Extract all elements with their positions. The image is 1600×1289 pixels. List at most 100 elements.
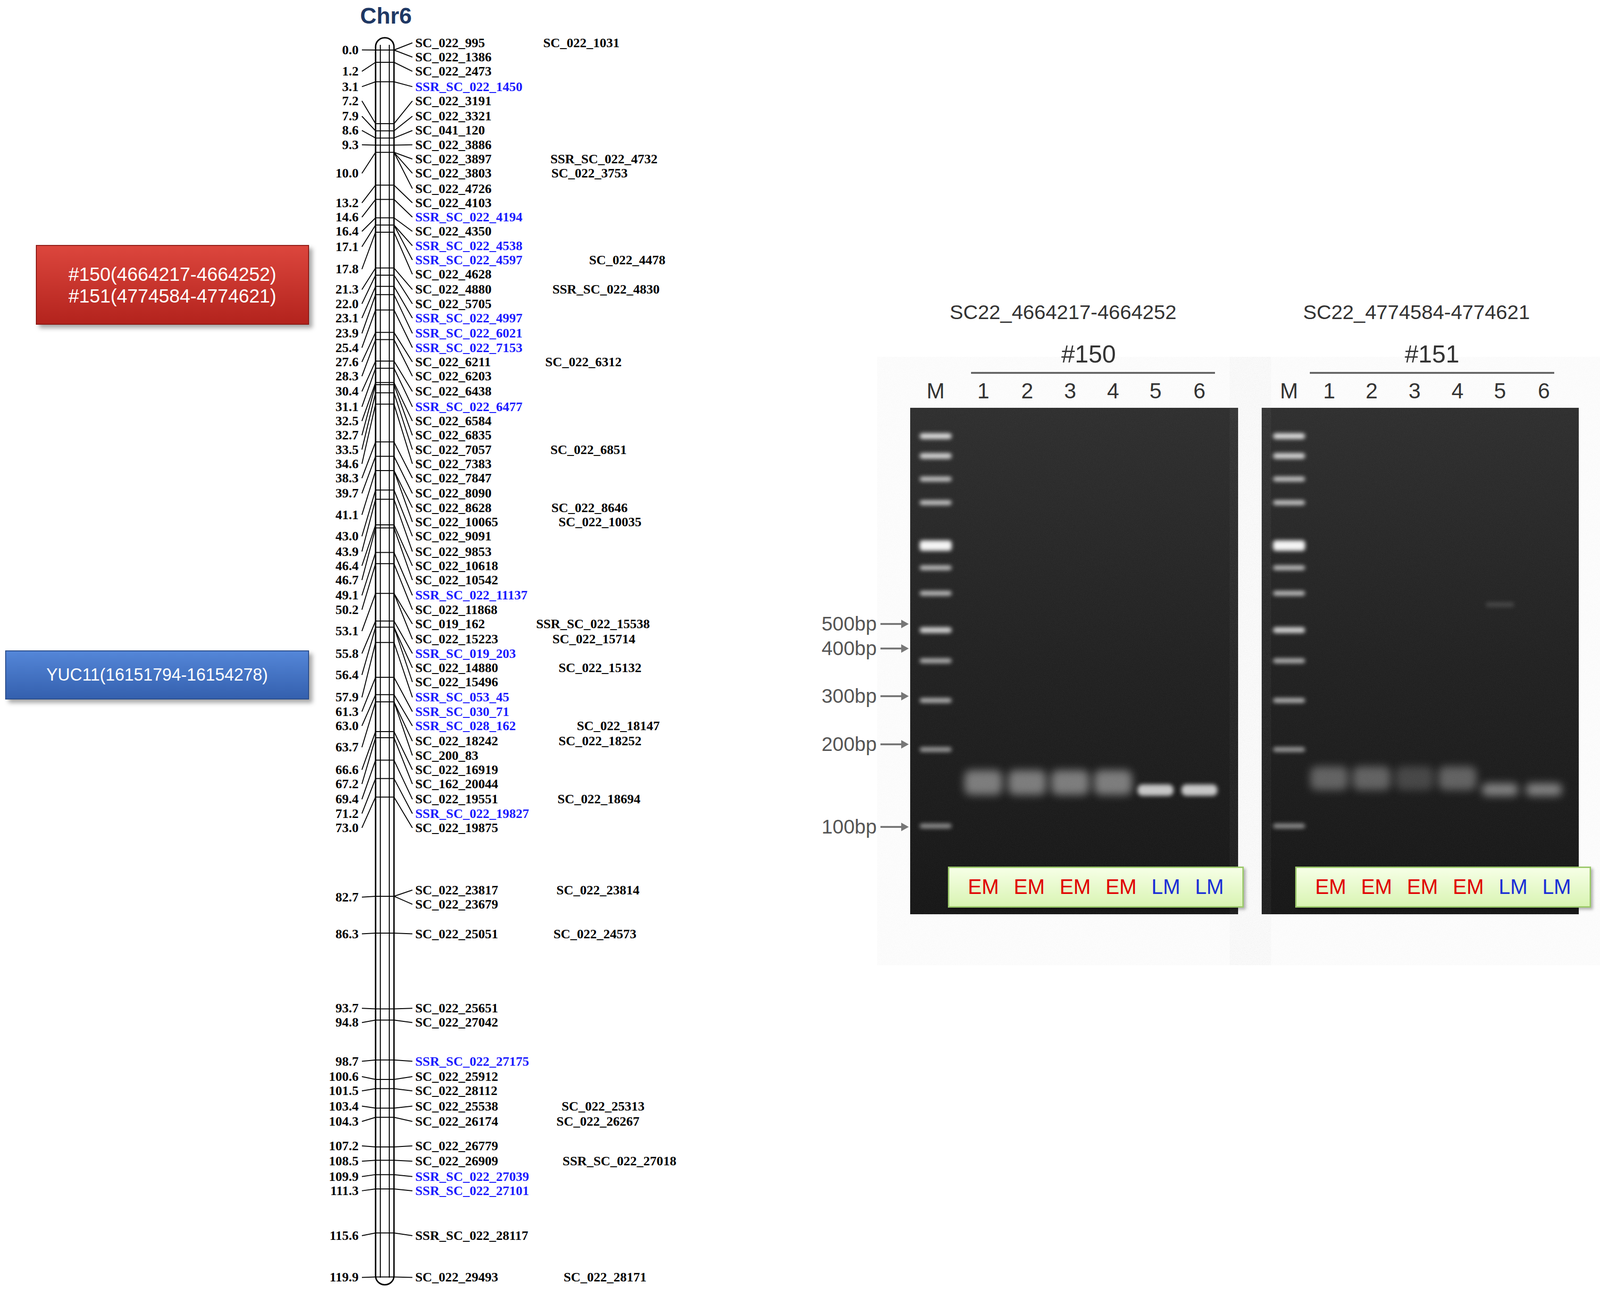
marker-name: SC_022_4478: [588, 253, 666, 267]
marker-name: SSR_SC_022_4732: [550, 152, 658, 166]
ladder-band: [1273, 697, 1306, 703]
position-tick: [375, 367, 394, 369]
map-position: 7.2: [342, 94, 359, 108]
node-text: EM: [1059, 874, 1091, 899]
position-tick: [375, 694, 394, 696]
leader-line: [393, 677, 413, 712]
leader-line: [393, 309, 413, 348]
map-position: 104.3: [328, 1114, 359, 1128]
map-position: 3.1: [342, 80, 359, 94]
map-position: 46.4: [335, 559, 359, 573]
map-position: 28.3: [335, 369, 359, 383]
leader-line: [361, 100, 376, 124]
marker-name: SC_022_23817: [415, 883, 499, 897]
chromosome-inner-line: [379, 44, 381, 1278]
marker-name: SC_022_7383: [415, 457, 492, 471]
ladder-band: [919, 590, 952, 596]
map-position: 63.0: [335, 719, 359, 733]
marker-name: SC_022_6835: [415, 428, 492, 442]
chromosome-inner-line: [388, 44, 390, 1278]
position-tick: [375, 455, 394, 457]
position-tick: [375, 144, 394, 146]
node-text: EM: [1407, 874, 1439, 899]
lane-group-line: [971, 371, 1215, 374]
leader-line: [393, 50, 413, 58]
leader-line: [361, 896, 376, 897]
marker-name: SC_022_25651: [415, 1001, 499, 1015]
map-position: 115.6: [329, 1228, 359, 1242]
position-tick: [375, 1231, 394, 1233]
lane-number: 2: [1365, 379, 1378, 402]
leader-line: [393, 778, 413, 814]
marker-name: SC_022_15714: [552, 632, 636, 646]
node-text: #150(4664217-4664252): [68, 263, 277, 285]
lane-number: 5: [1149, 379, 1162, 402]
marker-name: SSR_SC_022_19827: [415, 806, 529, 821]
position-tick: [375, 796, 394, 798]
map-position: 109.9: [328, 1169, 359, 1183]
position-tick: [375, 641, 394, 643]
marker-name: SC_022_1386: [415, 50, 492, 64]
marker-name: SSR_SC_022_4997: [415, 311, 523, 325]
lane-label-box: EMEMEMEMLMLM: [947, 866, 1244, 908]
leader-line: [393, 1174, 413, 1177]
marker-name: SC_022_6851: [550, 443, 627, 457]
size-arrow-head: [901, 739, 909, 749]
leader-line: [361, 1076, 376, 1080]
ladder-band: [919, 500, 952, 505]
marker-name: SC_022_995: [415, 36, 486, 50]
marker-name: SSR_SC_022_27175: [415, 1054, 529, 1068]
map-position: 17.1: [335, 240, 359, 254]
marker-name: SSR_SC_022_6021: [415, 326, 523, 340]
position-tick: [375, 1275, 394, 1277]
position-tick: [375, 1059, 394, 1061]
lane-number: 1: [1323, 379, 1336, 402]
position-tick: [375, 81, 394, 83]
map-position: 111.3: [330, 1183, 359, 1198]
map-position: 17.8: [335, 262, 359, 276]
ladder-band: [919, 746, 952, 752]
position-tick: [375, 620, 394, 622]
position-tick: [375, 592, 394, 594]
leader-line: [361, 1159, 376, 1161]
position-tick: [375, 137, 394, 139]
leader-line: [393, 889, 413, 897]
position-tick: [375, 562, 394, 564]
leader-line: [393, 1105, 413, 1108]
sample-band: [1352, 766, 1391, 790]
leader-line: [393, 392, 413, 450]
node-text: EM: [967, 874, 999, 899]
leader-line: [393, 1188, 413, 1191]
sample-band: [1438, 766, 1477, 790]
position-tick: [375, 123, 394, 125]
size-marker: 500bp: [821, 613, 877, 634]
map-position: 61.3: [335, 704, 359, 719]
map-position: 9.3: [342, 138, 359, 152]
map-position: 34.6: [335, 457, 359, 471]
ladder-band: [1273, 540, 1306, 551]
gene-box: YUC11(16151794-16154278): [5, 650, 310, 700]
leader-line: [361, 1174, 376, 1177]
leader-line: [361, 144, 376, 146]
sample-band: [1525, 783, 1562, 796]
marker-name: SC_022_18147: [577, 719, 661, 733]
leader-line: [393, 1076, 413, 1080]
leader-line: [361, 130, 376, 138]
leader-line: [393, 627, 413, 668]
leader-line: [393, 403, 413, 464]
ladder-band: [1273, 746, 1306, 752]
map-position: 14.6: [335, 210, 359, 224]
sample-band: [1485, 602, 1515, 607]
position-tick: [375, 184, 394, 186]
gel-title: SC22_4774584-4774621: [1303, 301, 1531, 323]
marker-name: SSR_SC_022_1450: [415, 80, 523, 94]
map-position: 8.6: [342, 123, 359, 137]
leader-line: [361, 563, 376, 610]
sample-band: [1008, 770, 1047, 795]
map-position: 0.0: [342, 43, 359, 57]
marker-name: SSR_SC_022_27018: [562, 1154, 677, 1168]
leader-line: [361, 1145, 376, 1147]
gel-images: [880, 372, 1579, 914]
lane-number: M: [1280, 379, 1299, 402]
